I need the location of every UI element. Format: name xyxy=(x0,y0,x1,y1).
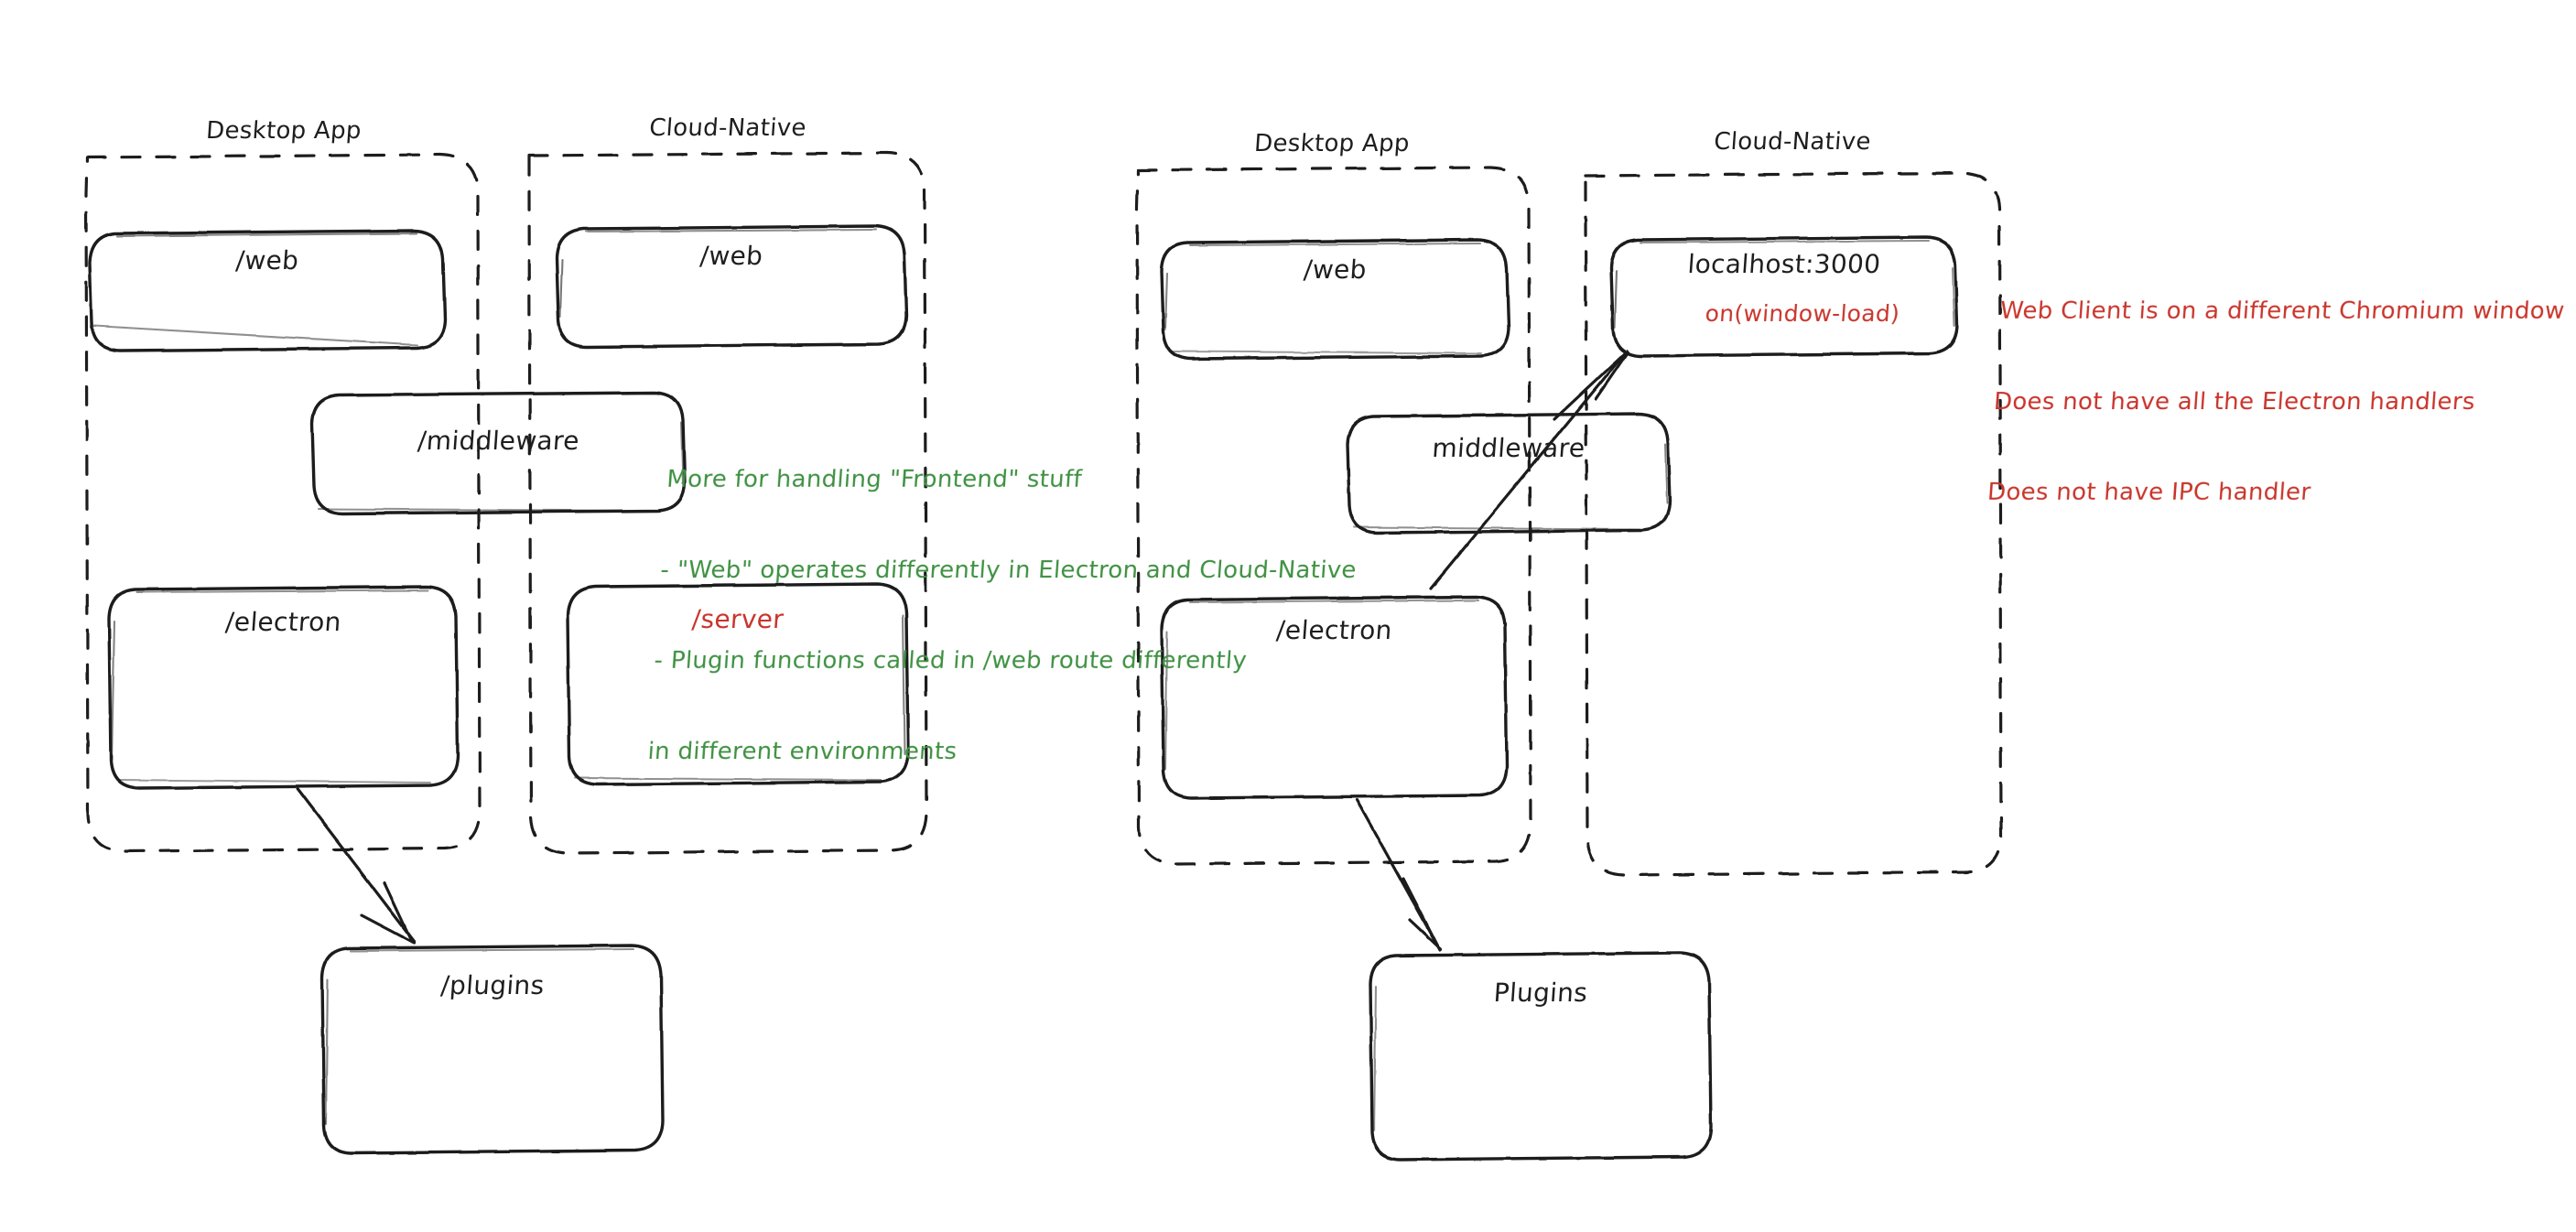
box-right-plugins xyxy=(1369,951,1713,1162)
group-label-left-desktop-app: Desktop App xyxy=(205,117,363,145)
box-label-right-localhost: localhost:3000 xyxy=(1686,249,1882,279)
box-right-electron xyxy=(1160,595,1509,800)
box-left-web-desktop xyxy=(88,229,447,352)
arrow-right-electron-to-plugins xyxy=(1355,798,1443,952)
arrow-left-electron-to-plugins xyxy=(296,787,416,945)
box-label-left-electron: /electron xyxy=(224,607,342,637)
red-note-line-1: Web Client is on a different Chromium wi… xyxy=(1998,297,2566,325)
box-right-middleware xyxy=(1346,412,1672,535)
box-left-electron xyxy=(107,585,460,790)
group-left-cloud-native xyxy=(527,151,928,855)
red-note-line-2: Does not have all the Electron handlers xyxy=(1992,388,2476,416)
box-label-left-web-desktop: /web xyxy=(234,245,300,276)
arrow-right-electron-to-localhost xyxy=(1429,350,1629,590)
box-right-localhost xyxy=(1609,235,1959,358)
box-left-plugins xyxy=(320,944,665,1155)
box-label-left-web-cloud: /web xyxy=(698,241,764,271)
red-note-line-3: Does not have IPC handler xyxy=(1986,479,2312,506)
group-right-desktop-app xyxy=(1135,166,1532,866)
box-label-right-web: /web xyxy=(1303,254,1368,285)
green-note-line-1: More for handling "Frontend" stuff xyxy=(666,466,1083,493)
box-left-web-cloud xyxy=(555,224,908,349)
box-left-server xyxy=(566,582,910,786)
group-label-right-cloud-native: Cloud-Native xyxy=(1713,128,1872,156)
box-right-web xyxy=(1160,238,1510,361)
group-left-desktop-app xyxy=(84,153,482,853)
green-note-line-4: in different environments xyxy=(646,738,958,765)
group-label-right-desktop-app: Desktop App xyxy=(1253,130,1411,157)
annotation-red-note: Web Client is on a different Chromium wi… xyxy=(1982,236,2570,568)
group-label-left-cloud-native: Cloud-Native xyxy=(648,114,807,142)
green-note-line-2: - "Web" operates differently in Electron… xyxy=(659,557,1358,584)
box-label-right-middleware: middleware xyxy=(1431,433,1586,463)
box-sublabel-right-localhost: on(window-load) xyxy=(1704,300,1901,327)
green-note-line-3: - Plugin functions called in /web route … xyxy=(653,647,1249,675)
box-label-left-plugins: /plugins xyxy=(439,970,546,1000)
annotation-green-note: More for handling "Frontend" stuff - "We… xyxy=(643,405,1369,827)
group-right-cloud-native xyxy=(1584,171,2003,877)
box-left-middleware xyxy=(310,391,687,515)
box-label-right-plugins: Plugins xyxy=(1492,978,1589,1008)
box-label-left-middleware: /middleware xyxy=(417,426,580,456)
